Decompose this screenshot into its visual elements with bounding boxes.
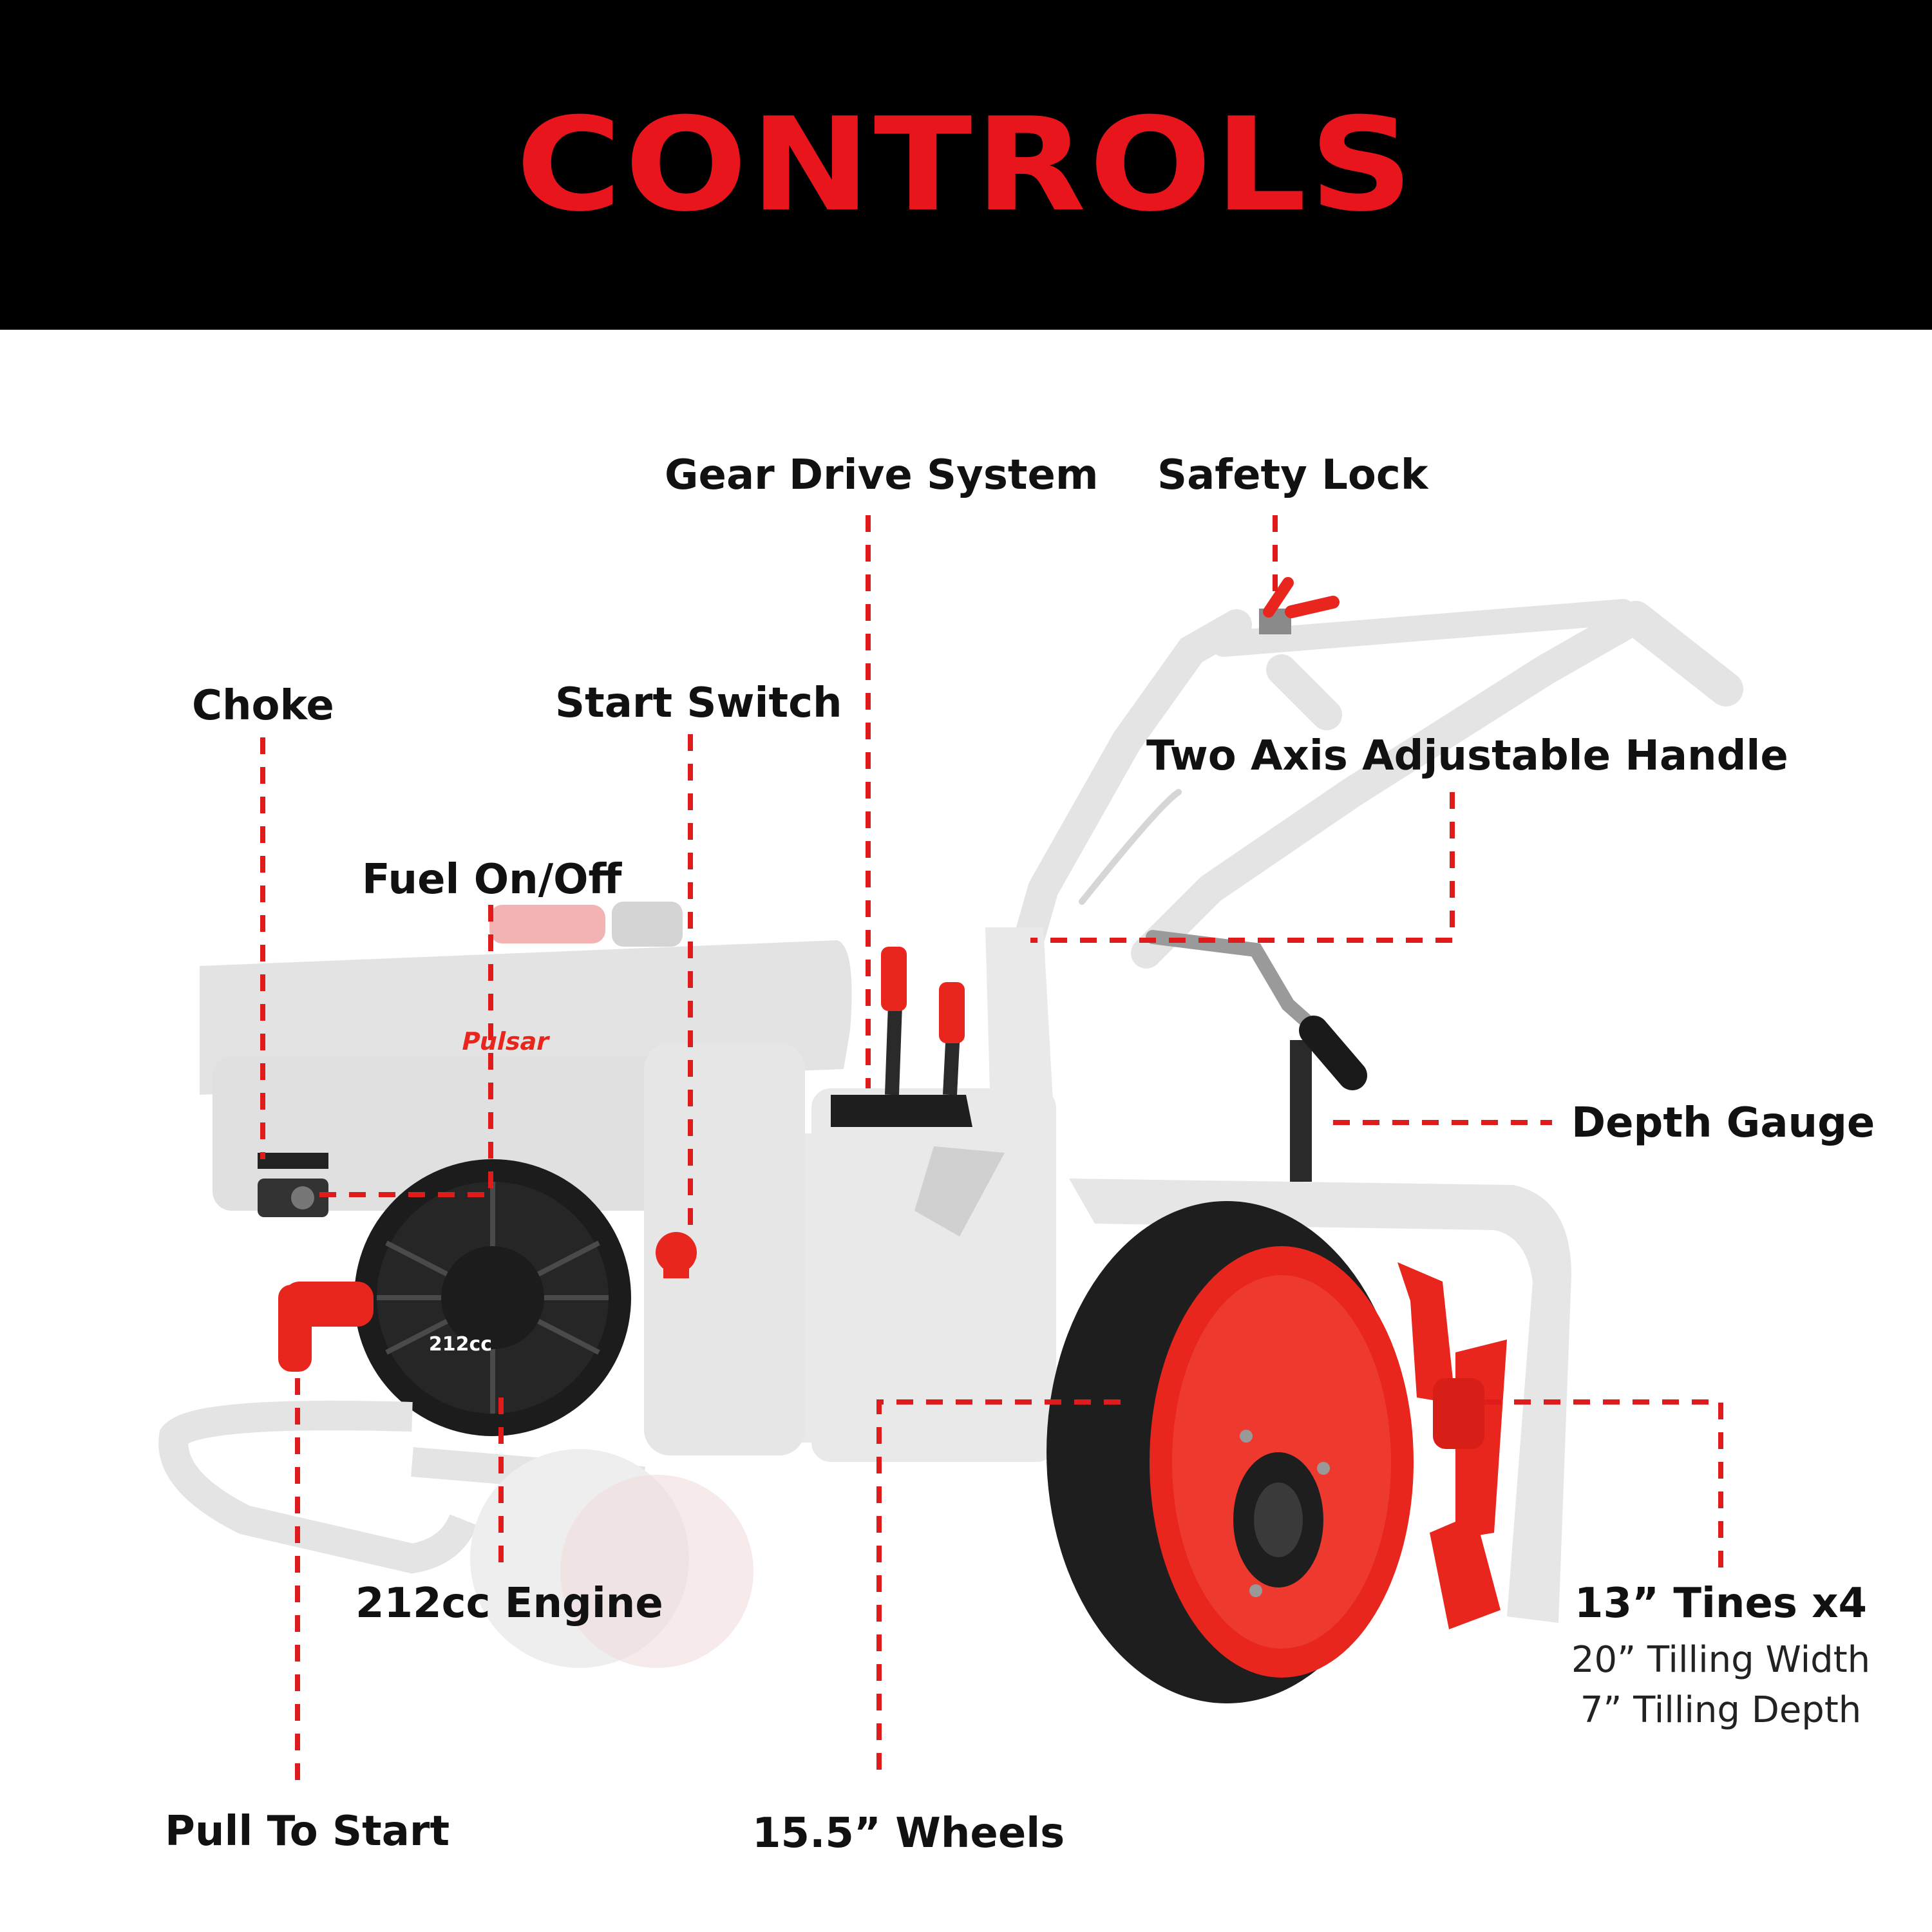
handle-assembly xyxy=(1002,599,1743,994)
recoil-cover xyxy=(354,1159,631,1436)
start-switch-part xyxy=(656,1232,697,1278)
callout-pull-to-start: Pull To Start xyxy=(165,1808,450,1855)
callout-gear-drive-system: Gear Drive System xyxy=(665,451,1099,499)
callout-start-switch: Start Switch xyxy=(555,679,842,727)
displacement-badge-text: 212cc xyxy=(428,1333,493,1356)
spec-tilling-depth: 7” Tilling Depth xyxy=(1580,1689,1862,1731)
callout-fuel-on-off: Fuel On/Off xyxy=(362,856,622,904)
header-banner xyxy=(0,0,1932,330)
leader-fuel xyxy=(316,905,493,1197)
callout-212cc-engine: 212cc Engine xyxy=(355,1580,663,1627)
safety-lock-part xyxy=(1259,577,1340,634)
pull-start-handle-part xyxy=(278,1282,374,1372)
callout-safety-lock: Safety Lock xyxy=(1157,451,1428,499)
leader-wheels xyxy=(876,1399,1121,1781)
tine-shield xyxy=(1069,1179,1571,1623)
handle-bar-right xyxy=(1131,603,1651,969)
callout-wheels: 15.5” Wheels xyxy=(752,1810,1065,1857)
callout-two-axis-adjustable-handle: Two Axis Adjustable Handle xyxy=(1146,732,1788,780)
page-title: CONTROLS xyxy=(516,90,1416,240)
callout-tines: 13” Tines x4 xyxy=(1574,1580,1868,1627)
leader-lines xyxy=(260,515,1723,1781)
throttle-cable xyxy=(1079,789,1182,905)
depth-gauge-part xyxy=(1146,930,1367,1182)
brand-logo-text: Pulsar xyxy=(459,1027,553,1056)
tine-assembly xyxy=(1397,1262,1507,1629)
handle-crossbar xyxy=(1211,599,1636,657)
front-wheel xyxy=(1046,1201,1414,1703)
spec-tilling-width: 20” Tilling Width xyxy=(1571,1639,1871,1681)
gear-shift-levers xyxy=(831,947,972,1127)
callout-choke: Choke xyxy=(192,682,334,730)
fuel-choke-parts xyxy=(258,1153,328,1217)
handle-grip-left xyxy=(1266,654,1342,730)
handle-bar-left xyxy=(1002,609,1252,994)
leader-handle xyxy=(1030,792,1455,943)
handle-grip-right xyxy=(1618,601,1743,706)
callout-depth-gauge: Depth Gauge xyxy=(1571,1099,1875,1147)
rear-wheel-ghost xyxy=(470,1449,753,1668)
